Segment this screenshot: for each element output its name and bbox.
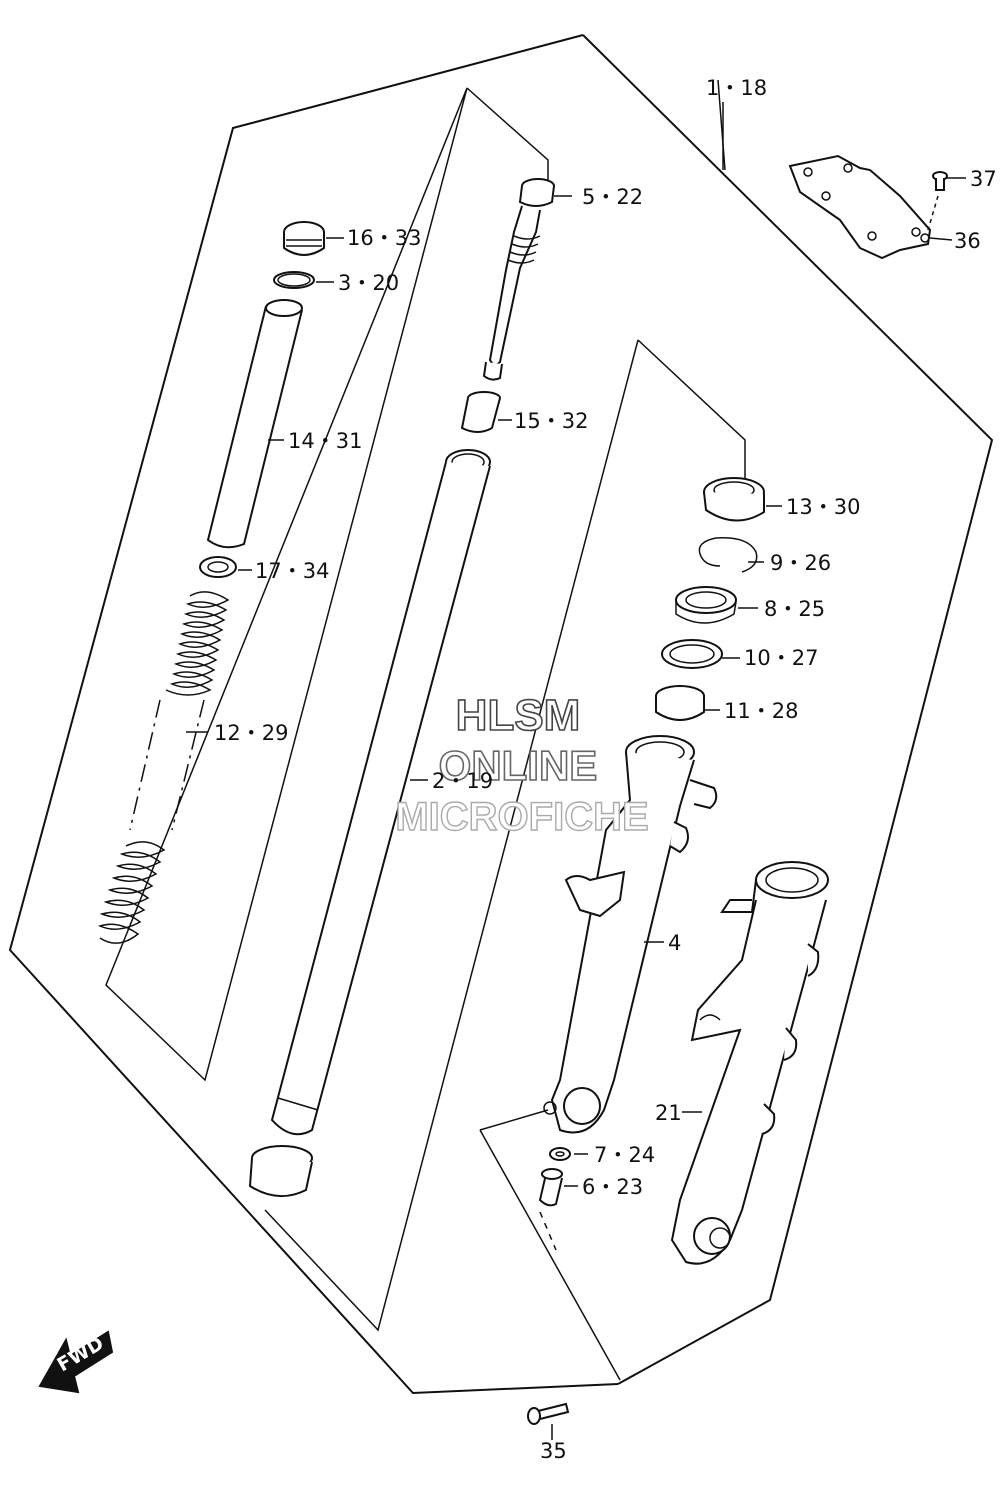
label-6-23: 6・23 (582, 1175, 643, 1199)
label-11-28: 11・28 (724, 699, 798, 723)
washer-17 (199, 556, 252, 578)
label-21: 21 (655, 1101, 682, 1125)
outer-tube-21 (670, 861, 829, 1265)
fork-cap-16 (283, 221, 344, 256)
washer-10 (661, 639, 740, 669)
inner-tube-2 (270, 449, 491, 1136)
screw-37 (927, 171, 966, 231)
label-16-33: 16・33 (347, 226, 421, 250)
watermark-line2: ONLINE (439, 742, 598, 789)
fork-spring-12 (97, 591, 230, 944)
callout-labels: 1・18 5・22 37 16・33 36 3・20 14・31 15・32 1… (214, 76, 997, 1463)
spacer-tube-14 (206, 299, 303, 549)
bolt-35 (527, 1402, 570, 1440)
label-14-31: 14・31 (288, 429, 362, 453)
damper-rod-5 (482, 178, 572, 381)
label-12-29: 12・29 (214, 721, 288, 745)
label-4: 4 (668, 931, 681, 955)
o-ring-3 (273, 271, 334, 289)
assembly-frame (8, 34, 994, 1395)
label-35: 35 (540, 1439, 567, 1463)
bushing-lower (248, 1145, 313, 1197)
label-5-22: 5・22 (582, 185, 643, 209)
label-37: 37 (970, 167, 997, 191)
fwd-arrow-icon: FWD (38, 1330, 114, 1394)
watermark-line1: HLSM (456, 691, 581, 740)
sleeve-15 (460, 391, 512, 433)
label-10-27: 10・27 (744, 646, 818, 670)
label-8-25: 8・25 (764, 597, 825, 621)
watermark-line3: MICROFICHE (395, 795, 648, 839)
oil-seal-13 (703, 477, 782, 522)
label-9-26: 9・26 (770, 551, 831, 575)
watermark: HLSM ONLINE MICROFICHE (395, 690, 650, 840)
label-7-24: 7・24 (594, 1143, 655, 1167)
seal-spacer-8 (675, 586, 758, 624)
label-36: 36 (954, 229, 981, 253)
outer-tube-4 (543, 735, 718, 1134)
label-15-32: 15・32 (514, 409, 588, 433)
label-13-30: 13・30 (786, 495, 860, 519)
label-3-20: 3・20 (338, 271, 399, 295)
bushing-11 (655, 685, 720, 721)
circlip-9 (698, 537, 764, 573)
washer-7 (549, 1147, 588, 1161)
label-17-34: 17・34 (255, 559, 329, 583)
top-bracket-part (788, 154, 953, 260)
label-2-19: 2・19 (432, 769, 493, 793)
label-1-18: 1・18 (706, 76, 767, 100)
bolt-6 (538, 1168, 578, 1251)
